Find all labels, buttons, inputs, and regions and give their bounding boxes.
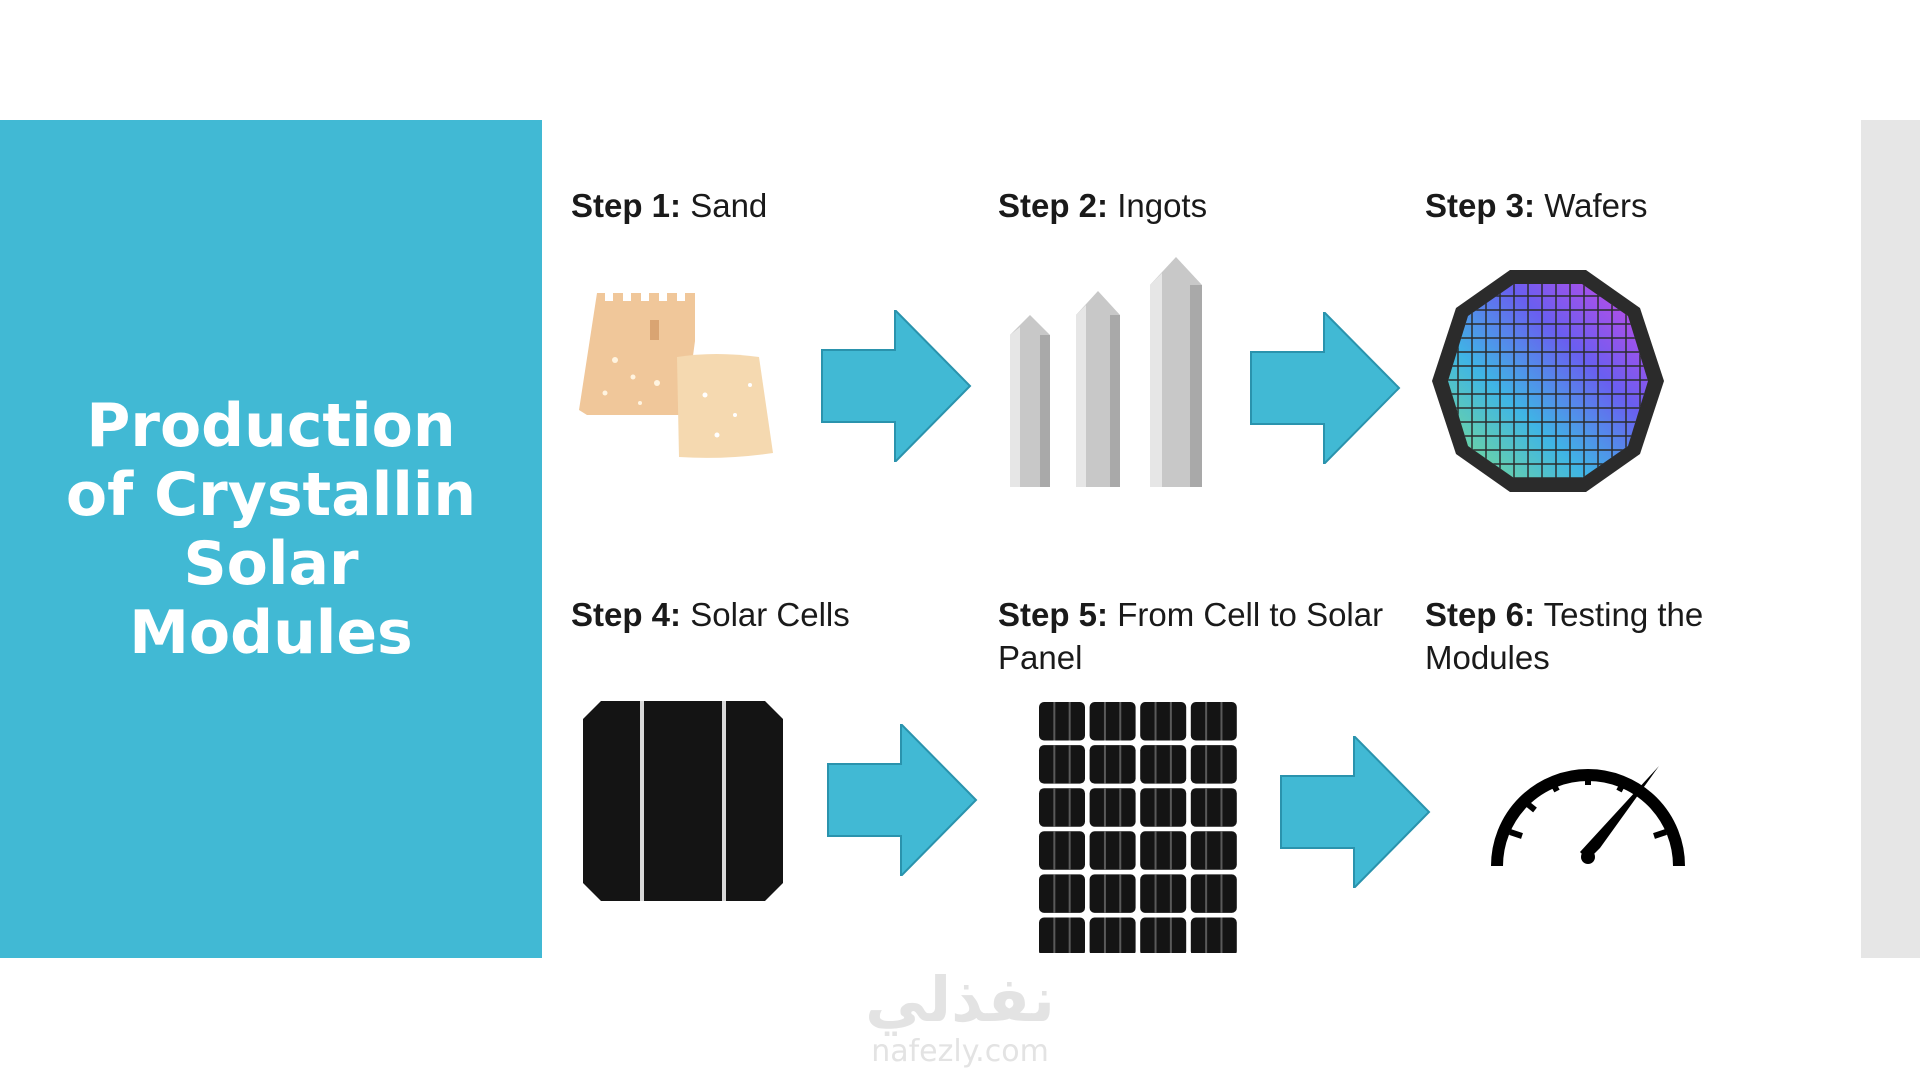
step-1-label: Step 1: Sand (571, 184, 971, 227)
step-3-name: Wafers (1544, 187, 1648, 224)
ingots-icon (1000, 255, 1220, 495)
solar-cell-icon (583, 701, 783, 901)
right-arrow-icon (826, 724, 978, 876)
watermark-url: nafezly.com (871, 1034, 1049, 1069)
watermark: نفذلي nafezly.com (840, 965, 1080, 1080)
title-line: Modules (129, 598, 413, 668)
step-1-name: Sand (690, 187, 768, 224)
watermark-logo-text: نفذلي (865, 963, 1055, 1036)
step-2-prefix: Step 2: (998, 187, 1109, 224)
step-3-prefix: Step 3: (1425, 187, 1536, 224)
step-2-name: Ingots (1117, 187, 1208, 224)
step-6-label: Step 6: Testing the Modules (1425, 593, 1765, 679)
step-6-prefix: Step 6: (1425, 596, 1536, 633)
slide-title: Production of Crystallin Solar Modules (36, 392, 506, 668)
title-line: Production (86, 391, 456, 461)
title-line: of Crystallin (65, 460, 477, 530)
step-5-name: From Cell to Solar Panel (998, 596, 1384, 676)
right-side-strip (1861, 120, 1920, 958)
step-4-name: Solar Cells (690, 596, 850, 633)
right-arrow-icon (1279, 736, 1431, 888)
step-3-label: Step 3: Wafers (1425, 184, 1825, 227)
step-4-prefix: Step 4: (571, 596, 682, 633)
step-5-label: Step 5: From Cell to Solar Panel (998, 593, 1398, 679)
wafer-icon (1430, 268, 1666, 494)
step-2-label: Step 2: Ingots (998, 184, 1398, 227)
speedometer-icon (1488, 732, 1688, 872)
right-arrow-icon (820, 310, 972, 462)
step-4-label: Step 4: Solar Cells (571, 593, 971, 636)
right-arrow-icon (1249, 312, 1401, 464)
step-5-prefix: Step 5: (998, 596, 1109, 633)
step-1-prefix: Step 1: (571, 187, 682, 224)
solar-panel-icon (1038, 701, 1238, 953)
title-line: Solar (183, 529, 359, 599)
title-panel: Production of Crystallin Solar Modules (0, 120, 542, 958)
sand-castle-icon (575, 285, 785, 465)
step-6-name: Testing the Modules (1425, 596, 1704, 676)
